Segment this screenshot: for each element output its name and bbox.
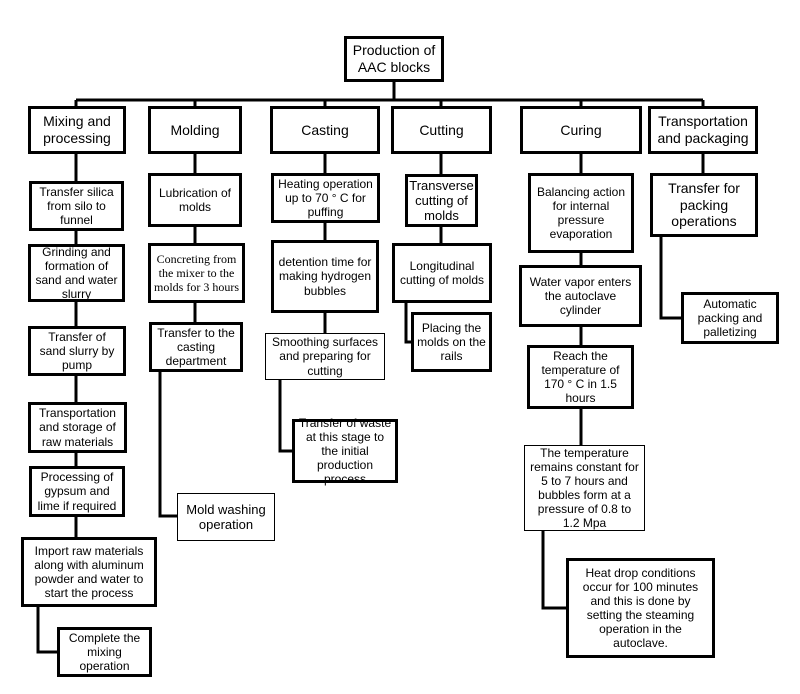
mixing-step-6: Import raw materials along with aluminum… — [21, 537, 157, 607]
category-curing: Curing — [520, 106, 642, 154]
molding-step-2: Concreting from the mixer to the molds f… — [148, 243, 245, 303]
category-mixing: Mixing and processing — [28, 106, 126, 154]
casting-step-1: Heating operation up to 70 ° C for puffi… — [271, 173, 380, 223]
category-casting: Casting — [270, 106, 380, 154]
transport-step-1: Transfer for packing operations — [650, 173, 758, 237]
curing-step-4: The temperature remains constant for 5 t… — [524, 445, 645, 531]
curing-step-3: Reach the temperature of 170 ° C in 1.5 … — [527, 345, 634, 409]
casting-step-3: Smoothing surfaces and preparing for cut… — [265, 333, 385, 380]
molding-step-4: Mold washing operation — [177, 493, 275, 541]
root-node: Production of AAC blocks — [344, 36, 444, 82]
molding-step-3: Transfer to the casting department — [149, 322, 243, 372]
mixing-step-1: Transfer silica from silo to funnel — [29, 181, 124, 231]
curing-step-2: Water vapor enters the autoclave cylinde… — [519, 265, 642, 327]
category-cutting: Cutting — [391, 106, 492, 154]
cutting-step-1: Transverse cutting of molds — [405, 174, 478, 227]
category-molding: Molding — [148, 106, 242, 154]
curing-step-1: Balancing action for internal pressure e… — [528, 173, 634, 253]
cutting-step-3: Placing the molds on the rails — [411, 312, 492, 372]
cutting-step-2: Longitudinal cutting of molds — [392, 243, 492, 303]
mixing-step-7: Complete the mixing operation — [57, 627, 152, 677]
casting-step-2: detention time for making hydrogen bubbl… — [271, 240, 379, 313]
molding-step-1: Lubrication of molds — [148, 173, 242, 227]
transport-step-2: Automatic packing and palletizing — [681, 292, 779, 344]
curing-step-5: Heat drop conditions occur for 100 minut… — [566, 558, 715, 658]
category-transport: Transportation and packaging — [648, 106, 758, 154]
mixing-step-3: Transfer of sand slurry by pump — [28, 326, 126, 376]
casting-step-4: Transfer of waste at this stage to the i… — [292, 416, 398, 486]
mixing-step-4: Transportation and storage of raw materi… — [28, 402, 127, 453]
mixing-step-5: Processing of gypsum and lime if require… — [29, 466, 125, 517]
mixing-step-2: Grinding and formation of sand and water… — [28, 244, 125, 302]
